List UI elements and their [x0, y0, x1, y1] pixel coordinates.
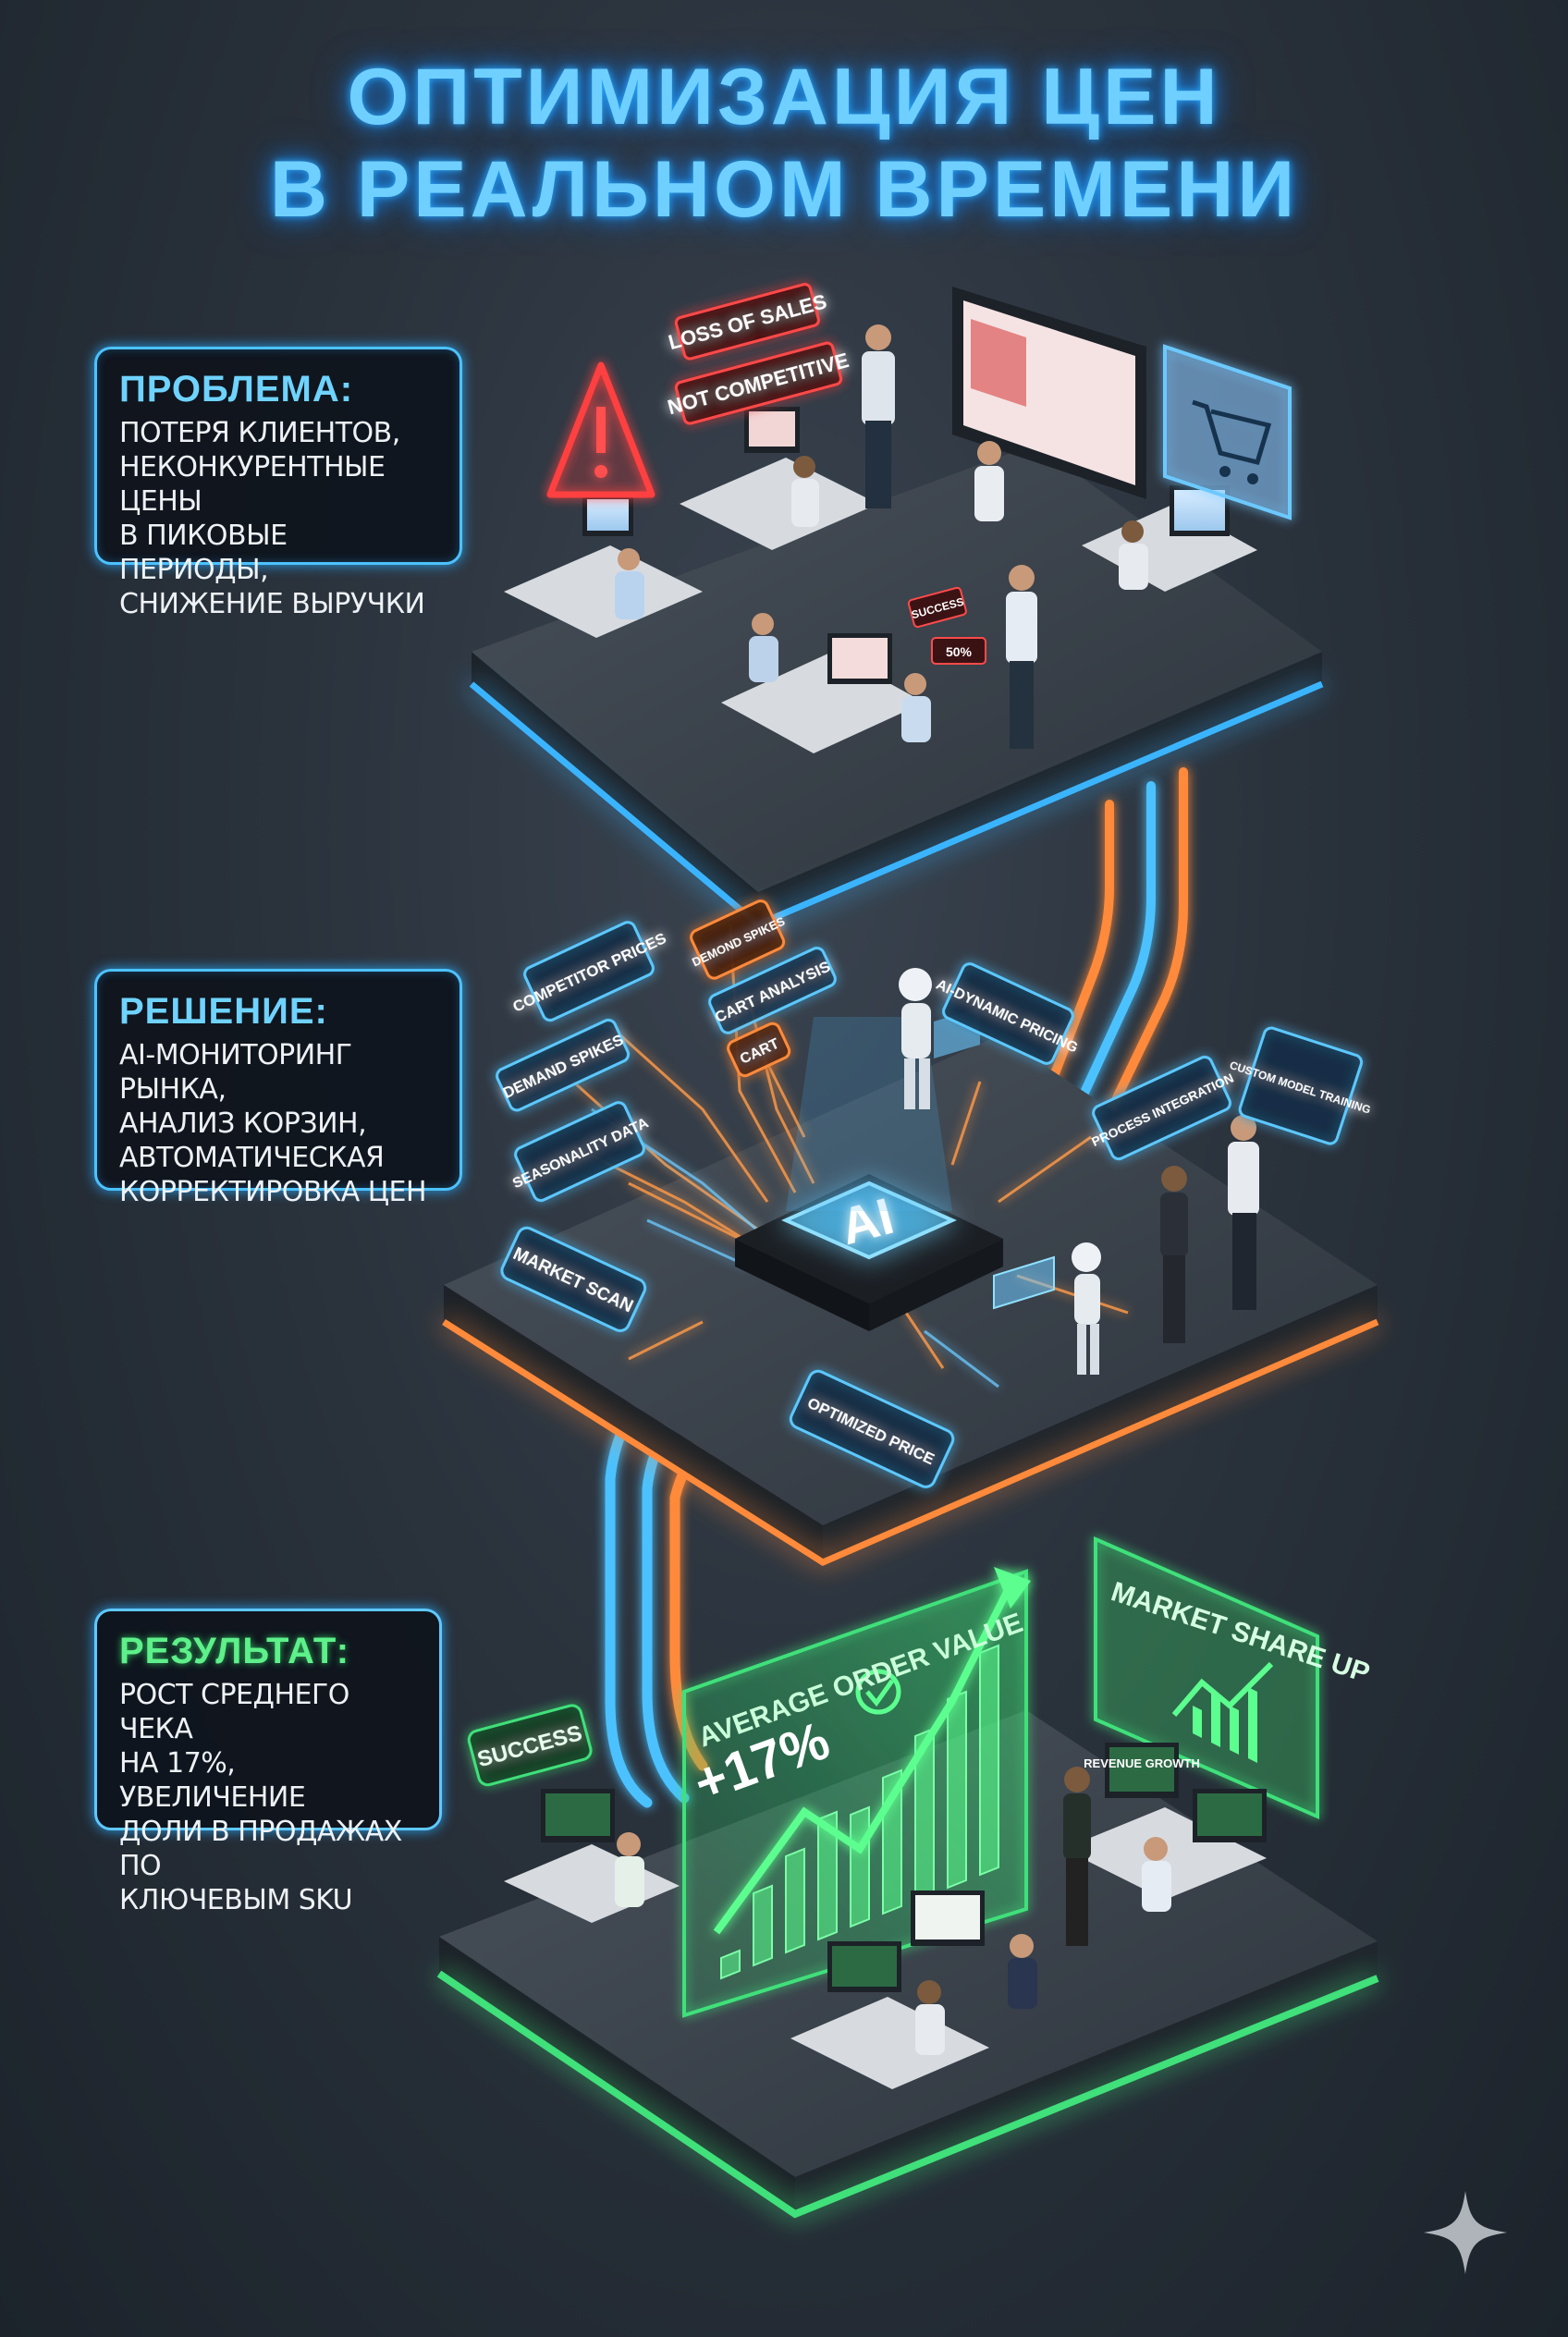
- seasonality-data-tag: SEASONALITY DATA: [510, 1101, 652, 1203]
- problem-heading: ПРОБЛЕМА:: [119, 369, 354, 410]
- solution-box: РЕШЕНИЕ: AI-МОНИТОРИНГ РЫНКА, АНАЛИЗ КОР…: [94, 969, 462, 1208]
- problem-box: ПРОБЛЕМА: ПОТЕРЯ КЛИЕНТОВ, НЕКОНКУРЕНТНЫ…: [94, 347, 462, 620]
- warning-icon: [546, 361, 655, 498]
- result-heading: РЕЗУЛЬТАТ:: [119, 1631, 350, 1671]
- revenue-growth-label: REVENUE GROWTH: [1084, 1756, 1200, 1770]
- result-office: REVENUE GROWTH: [504, 1743, 1267, 2089]
- solution-heading: РЕШЕНИЕ:: [119, 991, 328, 1032]
- success-tag: SUCCESS: [467, 1704, 593, 1787]
- competitor-prices-tag: COMPETITOR PRICES: [510, 921, 669, 1022]
- shopping-cart-icon: [1163, 344, 1292, 520]
- title-line-1: ОПТИМИЗАЦИЯ ЦЕН: [347, 53, 1221, 141]
- solution-text: AI-МОНИТОРИНГ РЫНКА, АНАЛИЗ КОРЗИН, АВТО…: [119, 1039, 427, 1208]
- title-line-2: В РЕАЛЬНОМ ВРЕМЕНИ: [269, 145, 1299, 234]
- cart-tag: CART: [727, 1022, 791, 1078]
- page-title: ОПТИМИЗАЦИЯ ЦЕН В РЕАЛЬНОМ ВРЕМЕНИ: [0, 51, 1568, 236]
- problem-people: [615, 324, 1148, 749]
- problem-text: ПОТЕРЯ КЛИЕНТОВ, НЕКОНКУРЕНТНЫЕ ЦЕНЫ В П…: [119, 417, 425, 620]
- custom-model-training-tag: CUSTOM MODEL TRAINING: [1228, 1026, 1372, 1145]
- result-box: РЕЗУЛЬТАТ: РОСТ СРЕДНЕГО ЧЕКА НА 17%, УВ…: [94, 1609, 442, 1916]
- ai-chip: AI: [735, 1017, 1003, 1331]
- success-small-tag: SUCCESS: [907, 586, 967, 629]
- result-people: [615, 1767, 1171, 2055]
- percent-tag: 50%: [931, 637, 986, 665]
- percent-label: 50%: [946, 644, 973, 659]
- checkmark-icon: [855, 1669, 901, 1715]
- sparkle-icon: [1424, 2191, 1507, 2274]
- demand-spikes-left-tag: DEMAND SPIKES: [496, 1018, 631, 1112]
- result-text: РОСТ СРЕДНЕГО ЧЕКА НА 17%, УВЕЛИЧЕНИЕ ДО…: [119, 1679, 402, 1916]
- robot-figure-2: [993, 1242, 1101, 1375]
- problem-office: [504, 287, 1257, 753]
- solution-people: [1160, 1115, 1259, 1343]
